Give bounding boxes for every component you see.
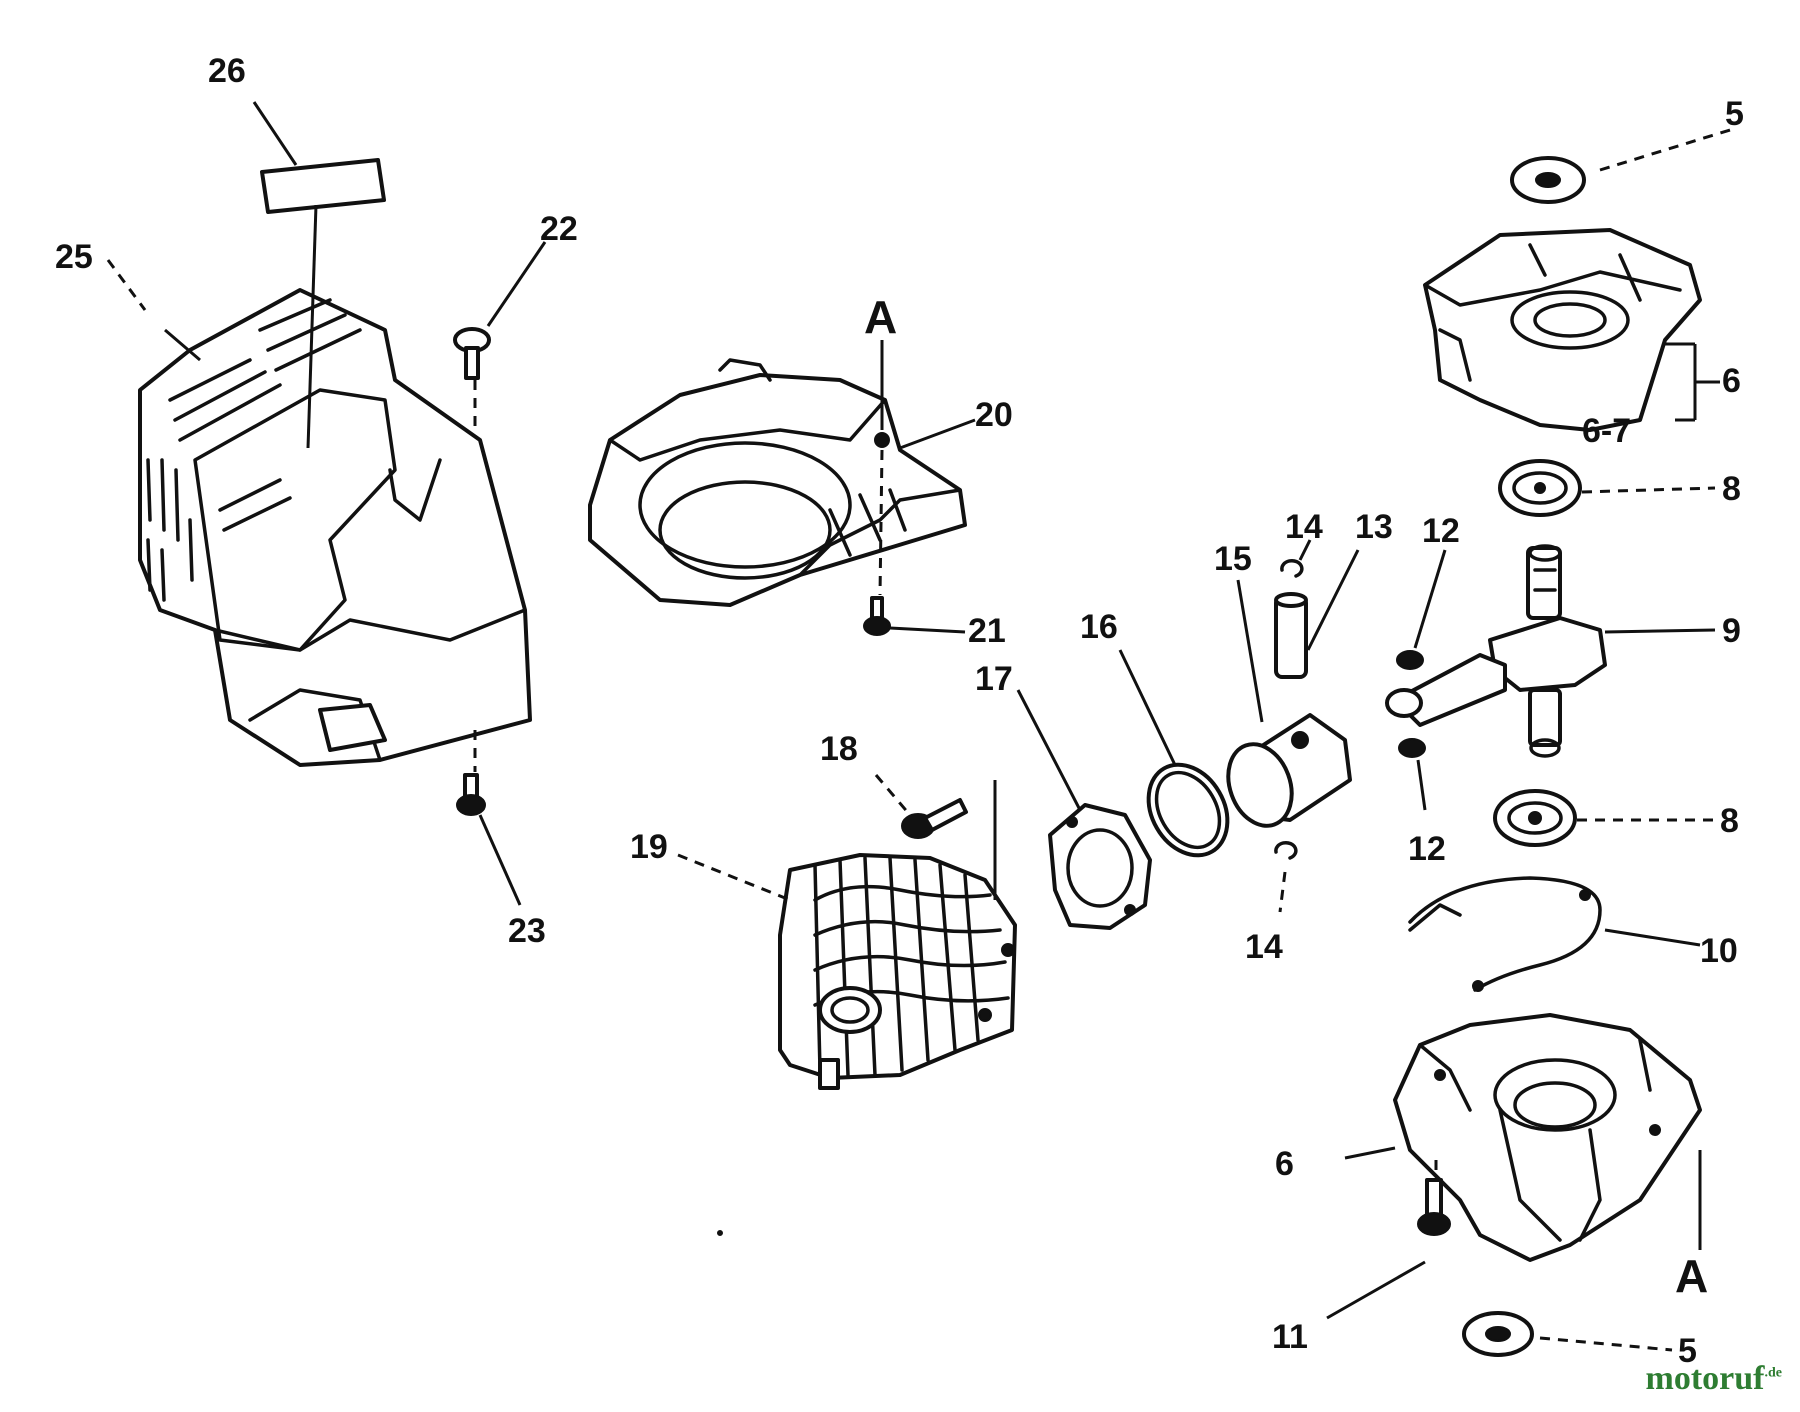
watermark-logo: motoruf.de [1646,1360,1782,1398]
part-23-screw [456,773,486,816]
cover-cooling-slots [168,298,362,532]
part-5-oil-seal-top [1510,156,1586,204]
part-10-crankcase-gasket [1408,876,1602,992]
part-12-needle-bearing-upper [1396,650,1424,670]
part-17-gasket [1048,803,1152,930]
part-20-fan-housing [588,358,967,607]
part-11-screw [1417,1178,1451,1236]
cylinder-cooling-fins [813,856,1010,1077]
label-8-upper: 8 [1722,470,1741,508]
label-8-lower: 8 [1720,802,1739,840]
part-19-cylinder [778,853,1017,1090]
part-22-screw [453,327,491,380]
part-12-needle-bearing-lower [1398,738,1426,758]
label-6-top: 6 [1722,362,1741,400]
label-26: 26 [208,52,246,90]
label-10: 10 [1700,932,1738,970]
part-26-label-plate [260,158,386,214]
label-15: 15 [1214,540,1252,578]
watermark-name: motoruf [1645,1360,1765,1397]
watermark-tld: .de [1764,1365,1783,1381]
part-6-crankcase-lower [1393,1013,1702,1262]
leader-lines [106,101,1731,1352]
part-14-clip-upper [1280,559,1304,578]
part-14-clip-lower [1274,841,1298,860]
label-16: 16 [1080,608,1118,646]
label-12-lower: 12 [1408,830,1446,868]
part-25-cylinder-cover [138,288,532,767]
label-25: 25 [55,238,93,276]
part-16-piston-ring [1146,762,1230,858]
part-9-crankshaft [1385,544,1607,758]
cover-side-slots [146,458,194,602]
label-A-bottom: A [1675,1250,1708,1302]
part-18-screw [901,798,968,839]
label-5-top: 5 [1725,95,1744,133]
part-5-oil-seal-bottom [1462,1311,1534,1357]
part-13-wrist-pin [1274,592,1308,679]
part-15-piston [1226,713,1352,828]
label-13: 13 [1355,508,1393,546]
label-6-bottom: 6 [1275,1145,1294,1183]
label-18: 18 [820,730,858,768]
label-22: 22 [540,210,578,248]
label-23: 23 [508,912,546,950]
label-20: 20 [975,396,1013,434]
label-11: 11 [1272,1318,1308,1356]
label-A-top: A [864,291,897,343]
label-6-7: 6-7 [1582,412,1631,450]
label-21: 21 [968,612,1006,650]
part-21-screw [863,596,891,636]
label-5-bottom: 5 [1678,1332,1697,1370]
callout-labels: 26 25 22 23 A 20 21 18 19 17 16 15 14 13… [55,52,1744,1370]
label-9: 9 [1722,612,1741,650]
label-14-lower: 14 [1245,928,1283,966]
part-8-bearing-upper [1498,459,1582,517]
label-17: 17 [975,660,1013,698]
label-19: 19 [630,828,668,866]
part-6-crankcase-upper [1423,228,1702,432]
part-8-bearing-lower [1493,789,1577,847]
label-14-upper: 14 [1285,508,1323,546]
label-12-upper: 12 [1422,512,1460,550]
